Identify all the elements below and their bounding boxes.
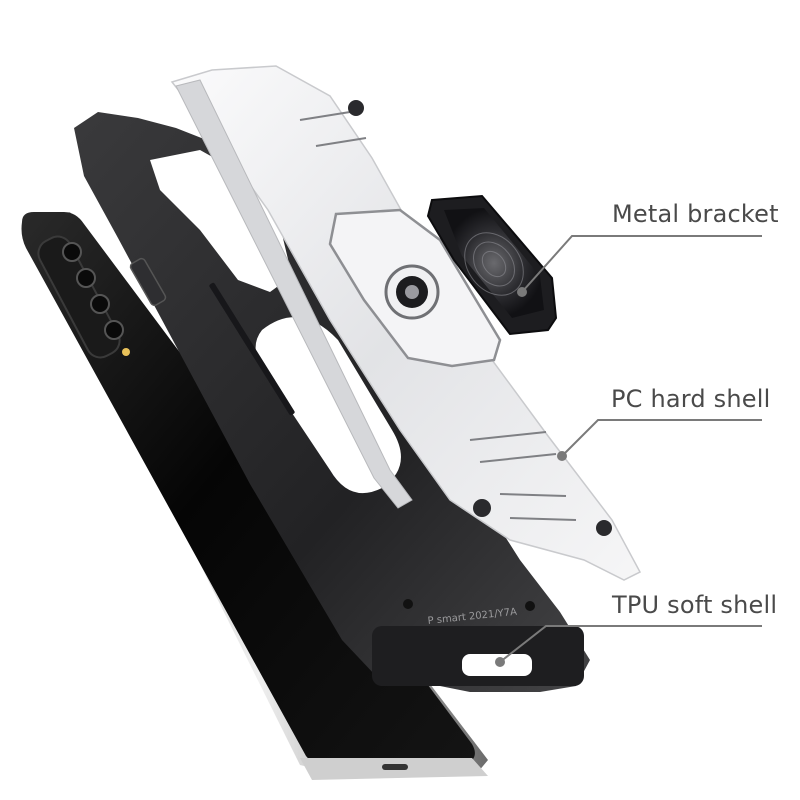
- callout-line-tpu: [499, 625, 762, 663]
- callout-lines: [495, 235, 762, 667]
- bracket-spiral-texture: [464, 232, 524, 296]
- pc-stripes: [299, 111, 577, 521]
- pc-shell-rail: [175, 79, 413, 509]
- usb-port: [382, 764, 408, 770]
- camera-lens: [90, 294, 110, 314]
- callout-pc-hard-shell: PC hard shell: [611, 385, 771, 413]
- flash: [122, 348, 130, 356]
- camera-lens: [104, 320, 124, 340]
- tpu-screw: [403, 599, 413, 609]
- callout-line-metal: [521, 235, 762, 293]
- side-button: [129, 257, 167, 307]
- callout-metal-bracket: Metal bracket: [612, 200, 779, 228]
- callout-dot-metal: [517, 287, 527, 297]
- camera-lens: [76, 268, 96, 288]
- callout-dot-pc: [557, 451, 567, 461]
- tpu-grip-texture: [209, 282, 295, 416]
- ring-holder-mount: [384, 264, 440, 320]
- callout-line-pc: [561, 419, 762, 457]
- tpu-screw: [525, 601, 535, 611]
- callout-tpu-soft-shell: TPU soft shell: [612, 591, 778, 619]
- tpu-cutout: [150, 150, 292, 292]
- camera-lens: [62, 242, 82, 262]
- pc-hard-shell: [170, 65, 642, 581]
- camera-module: [37, 235, 121, 359]
- callout-dot-tpu: [495, 657, 505, 667]
